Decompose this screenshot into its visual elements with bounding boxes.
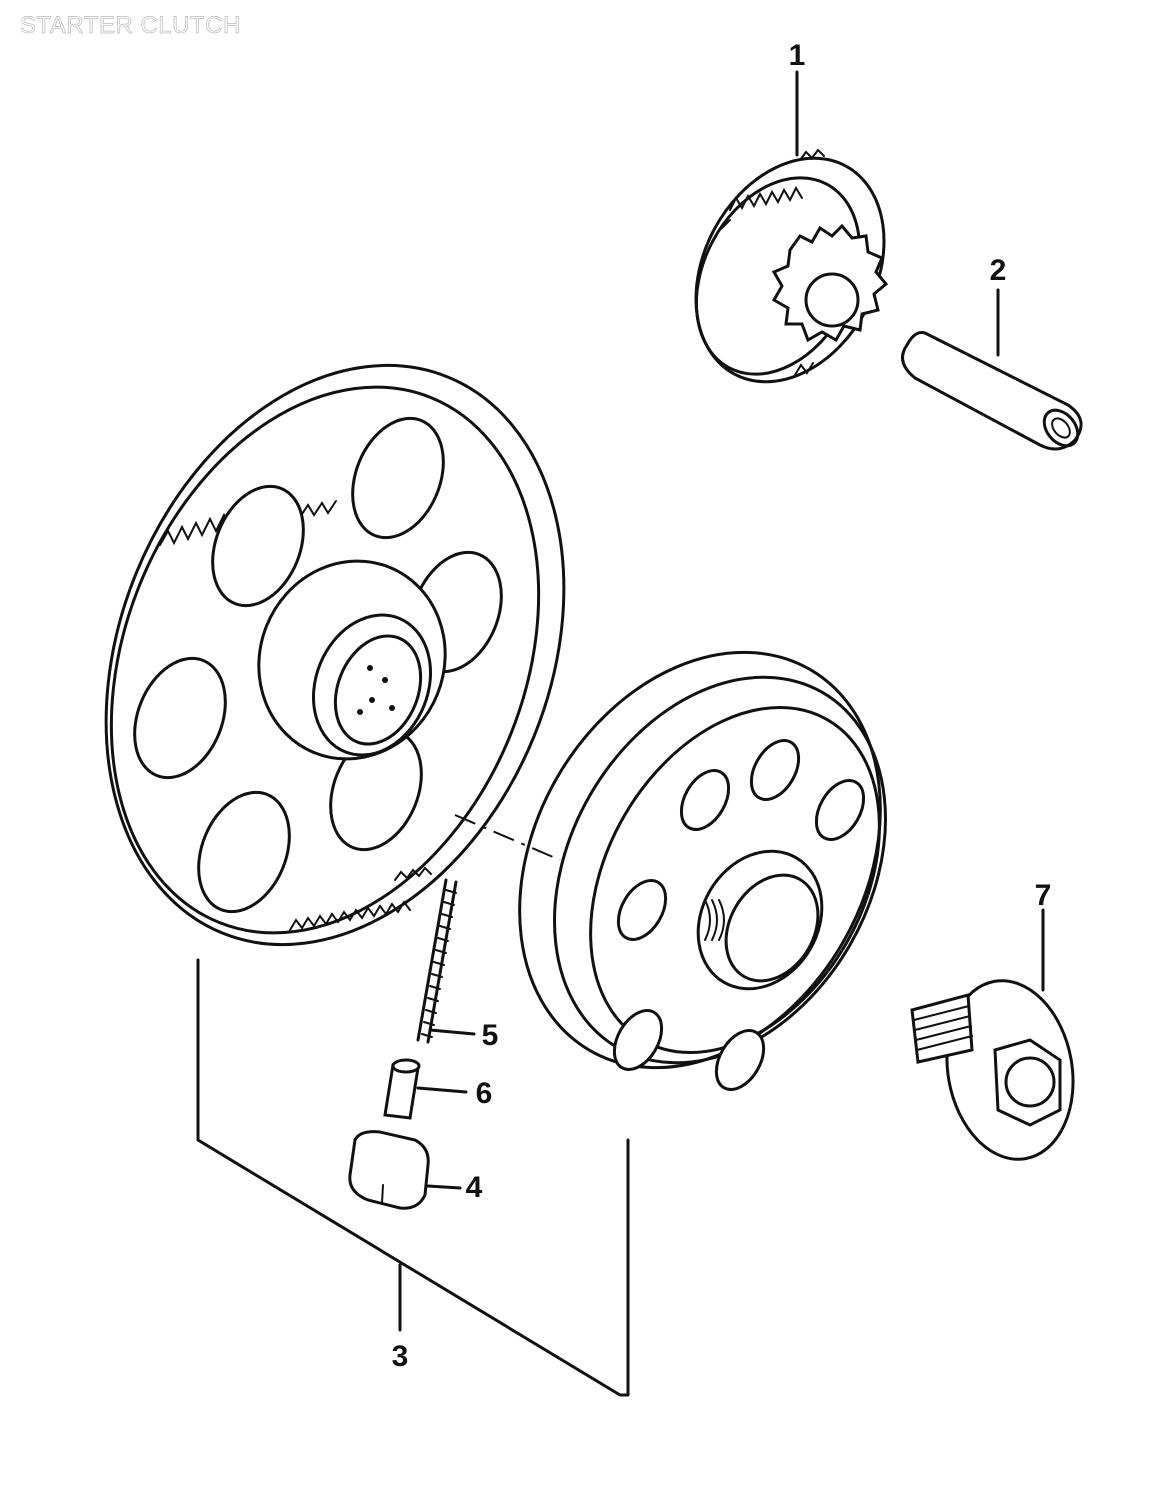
assembly-centerline (454, 814, 561, 861)
part-7-bolt (910, 979, 1075, 1161)
callout-6: 6 (476, 1077, 493, 1110)
callout-2: 2 (990, 254, 1007, 287)
callout-5: 5 (482, 1019, 499, 1052)
part-1-idle-gear (694, 148, 889, 384)
part-4-roller (348, 1130, 430, 1210)
callout-1: 1 (789, 39, 806, 72)
page-title: STARTER CLUTCH (20, 12, 241, 40)
callout-7: 7 (1035, 879, 1052, 912)
part-2-shaft (901, 331, 1083, 451)
part-3-driven-gear (104, 363, 566, 947)
callout-3: 3 (392, 1340, 409, 1373)
leader-lines (196, 70, 1045, 1397)
callout-4: 4 (466, 1171, 483, 1204)
part-3-clutch-body (518, 650, 887, 1091)
part-6-cap (383, 1058, 421, 1120)
part-5-spring (416, 878, 458, 1044)
